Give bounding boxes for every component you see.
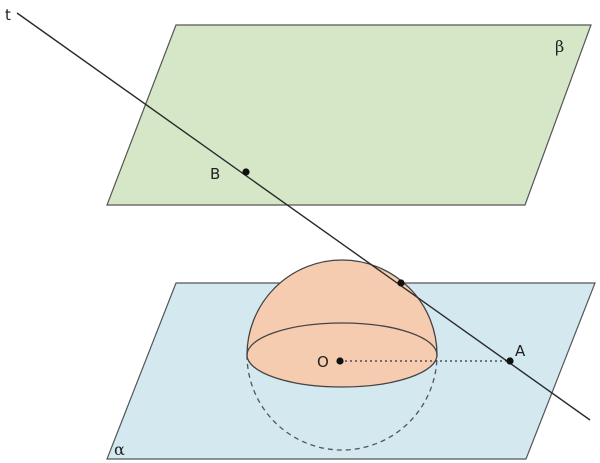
label-beta: β [555, 37, 564, 56]
label-t: t [5, 6, 11, 24]
point-a [506, 357, 514, 365]
sphere-hidden-arc [246, 354, 438, 451]
point-tangent [397, 279, 405, 287]
label-b: B [210, 165, 220, 183]
label-a: A [515, 342, 526, 360]
label-o: O [317, 353, 329, 371]
point-b [242, 168, 250, 176]
label-alpha: α [114, 440, 125, 459]
point-o [336, 357, 344, 365]
line-t [16, 12, 591, 421]
plane-beta [106, 24, 592, 206]
hemisphere-base-rim [246, 322, 438, 356]
